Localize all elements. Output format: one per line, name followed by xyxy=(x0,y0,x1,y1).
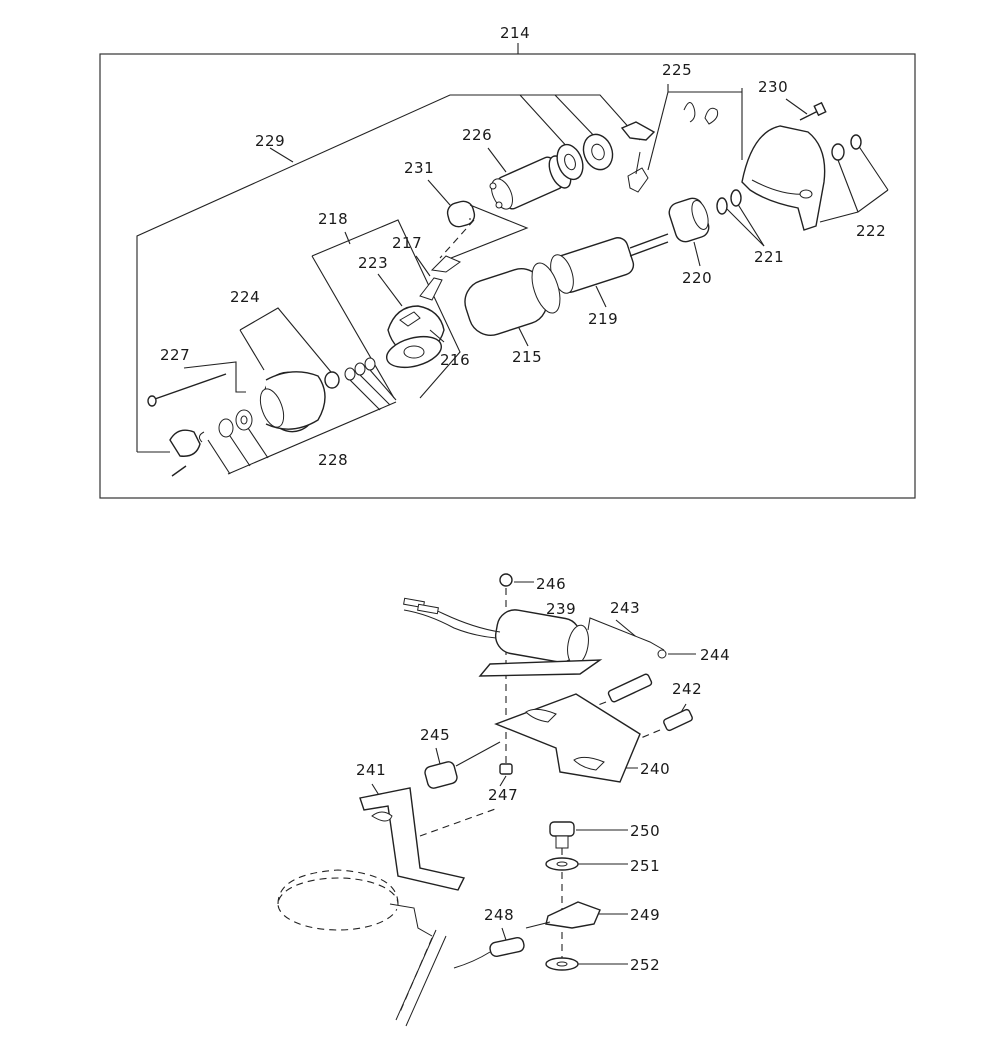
callout-224: 224 xyxy=(230,288,260,306)
callout-230: 230 xyxy=(758,78,788,96)
callout-249: 249 xyxy=(630,906,660,924)
solenoid-bracket-assembly: 246 239 243 244 242 240 xyxy=(277,573,730,1027)
callout-248: 248 xyxy=(484,906,514,924)
callout-214: 214 xyxy=(500,24,530,42)
callout-226: 226 xyxy=(462,126,492,144)
callout-241: 241 xyxy=(356,761,386,779)
callout-231: 231 xyxy=(404,159,434,177)
callout-246: 246 xyxy=(536,575,566,593)
callout-240: 240 xyxy=(640,760,670,778)
callout-217: 217 xyxy=(392,234,422,252)
callout-229: 229 xyxy=(255,132,285,150)
callout-218: 218 xyxy=(318,210,348,228)
callout-215: 215 xyxy=(512,348,542,366)
callout-239: 239 xyxy=(546,600,576,618)
callout-247: 247 xyxy=(488,786,518,804)
callout-222: 222 xyxy=(856,222,886,240)
assembly-frame xyxy=(99,53,916,499)
starter-motor-assembly: 214 229 225 226 231 xyxy=(99,24,916,499)
callout-216: 216 xyxy=(440,351,470,369)
callout-252: 252 xyxy=(630,956,660,974)
callout-227: 227 xyxy=(160,346,190,364)
callout-219: 219 xyxy=(588,310,618,328)
callout-225: 225 xyxy=(662,61,692,79)
callout-221: 221 xyxy=(754,248,784,266)
callout-243: 243 xyxy=(610,599,640,617)
callout-244: 244 xyxy=(700,646,730,664)
callout-250: 250 xyxy=(630,822,660,840)
callout-223: 223 xyxy=(358,254,388,272)
callout-228: 228 xyxy=(318,451,348,469)
callout-245: 245 xyxy=(420,726,450,744)
callout-220: 220 xyxy=(682,269,712,287)
callout-251: 251 xyxy=(630,857,660,875)
callout-242: 242 xyxy=(672,680,702,698)
